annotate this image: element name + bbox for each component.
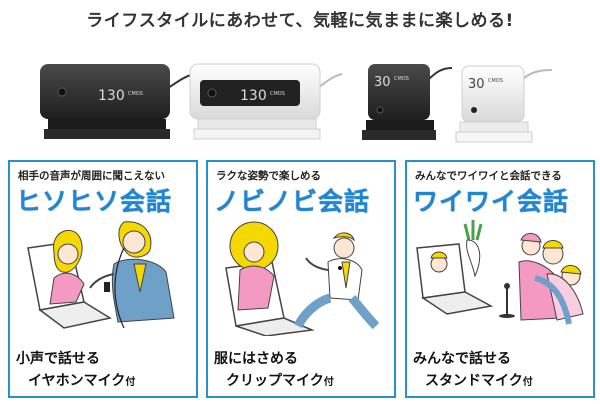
camera-label-number: 30 [468, 77, 485, 92]
camera-white-cube: 30 CMOS [455, 65, 553, 143]
panel-bottom-line1: 小声で話せる [16, 351, 100, 367]
feature-panel-whisper: 相手の音声が周囲に聞こえない ヒソヒソ会話 小声で話せる イヤホンマイク付 [8, 160, 198, 398]
camera-black-wide: 130 CMOS [40, 64, 195, 139]
product-photos: 130 CMOS 130 CMOS 30 CMOS 30 CMOS [40, 63, 553, 143]
panel-caption: みんなでワイワイと会話できる [415, 170, 562, 182]
panel-bottom-line2: イヤホンマイク付 [28, 370, 135, 390]
mic-suffix: 付 [323, 377, 334, 388]
earphone-mic-illustration [27, 221, 175, 329]
panel-bottom-line2: クリップマイク付 [226, 370, 334, 390]
camera-label-text: CMOS [394, 76, 409, 82]
panel-title: ヒソヒソ会話 [16, 187, 173, 216]
panel-bottom-line1: みんなで話せる [413, 351, 511, 367]
panel-caption: 相手の音声が周囲に聞こえない [18, 170, 165, 182]
camera-label-text: CMOS [488, 78, 503, 84]
mic-suffix: 付 [522, 377, 533, 388]
panel-title: ノビノビ会話 [214, 187, 371, 216]
mic-suffix: 付 [125, 377, 136, 388]
mic-type: イヤホンマイク [28, 373, 126, 389]
mic-type: クリップマイク [226, 373, 324, 389]
camera-label-text: CMOS [270, 91, 285, 97]
camera-label-number: 130 [98, 88, 125, 104]
camera-black-cube: 30 CMOS [362, 64, 453, 140]
clip-mic-illustration [225, 221, 380, 336]
camera-label-number: 30 [374, 75, 391, 90]
panel-caption: ラクな姿勢で楽しめる [216, 170, 321, 182]
panel-bottom-line2: スタンドマイク付 [425, 370, 533, 390]
camera-label-number: 130 [240, 88, 267, 104]
panel-bottom-line1: 服にはさめる [214, 351, 298, 367]
camera-white-wide: 130 CMOS [189, 63, 343, 140]
mic-type: スタンドマイク [425, 373, 523, 389]
feature-panel-group: みんなでワイワイと会話できる ワイワイ会話 みんなで話せる スタンドマイク付 [405, 160, 595, 398]
camera-label-text: CMOS [128, 91, 143, 97]
feature-panel-relaxed: ラクな姿勢で楽しめる ノビノビ会話 服にはさめる クリップマイク付 [206, 160, 396, 398]
stand-mic-illustration [416, 220, 584, 325]
panel-title: ワイワイ会話 [413, 187, 570, 216]
headline: ライフスタイルにあわせて、気軽に気ままに楽しめる! [86, 11, 514, 31]
